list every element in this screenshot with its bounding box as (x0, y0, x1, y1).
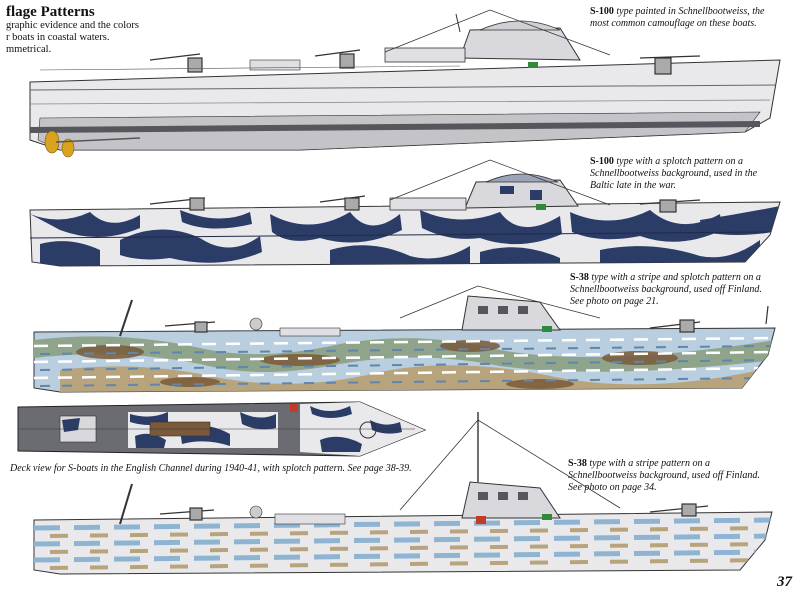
deckhouse (274, 513, 346, 525)
caption-line: most common camouflage on these boats. (590, 18, 757, 29)
caption-line: type painted in Schnellbootweiss, the (613, 6, 765, 17)
caption-line: type with a splotch pattern on a (613, 156, 744, 167)
mast-wire (399, 419, 621, 511)
bridge-dome (485, 173, 559, 183)
caption-line: Schnellbootweiss background, used off Fi… (570, 284, 762, 295)
boat-s100-splotch (29, 159, 781, 267)
bridge (461, 481, 561, 519)
caption-deck-view: Deck view for S-boats in the English Cha… (10, 463, 480, 475)
hull-lower (37, 111, 761, 151)
page-title: flage Patterns (6, 4, 95, 20)
hull (33, 511, 773, 575)
gun (149, 195, 701, 213)
page-number: 37 (777, 574, 792, 590)
intro-line: graphic evidence and the colors (6, 20, 139, 31)
caption-line: See photo on page 34. (568, 482, 657, 493)
caption-s38-stripe-splotch: S-38 type with a stripe and splotch patt… (570, 272, 795, 308)
gun (159, 503, 709, 521)
deckhouse (384, 47, 466, 63)
caption-line: Baltic late in the war. (590, 180, 676, 191)
boat-s38-stripe-splotch (33, 285, 776, 393)
propeller (44, 130, 75, 158)
deck-view (17, 401, 427, 457)
bridge-dome (479, 20, 561, 31)
mast-wire (384, 9, 611, 56)
bridge (461, 295, 561, 331)
caption-lead: S-38 (568, 458, 587, 469)
deckhouse (389, 197, 467, 211)
caption-line: Deck view for S-boats in the English Cha… (10, 463, 412, 474)
waterline (29, 121, 761, 133)
boat-s38-stripe (33, 412, 773, 575)
gun (164, 319, 701, 333)
bridge (459, 27, 581, 61)
boat-s100-white (29, 9, 781, 158)
deckhouse (279, 327, 341, 337)
caption-line: type with a stripe pattern on a (586, 458, 710, 469)
caption-line: Schnellbootweiss background, used off Fi… (568, 470, 760, 481)
mast-wire (389, 159, 611, 206)
intro-line: mmetrical. (6, 44, 52, 55)
caption-line: type with a stripe and splotch pattern o… (588, 272, 761, 283)
intro-text: graphic evidence and the colors r boats … (6, 20, 156, 56)
bridge (464, 179, 579, 209)
caption-lead: S-100 (590, 156, 614, 167)
caption-lead: S-100 (590, 6, 614, 17)
caption-s100-white: S-100 type painted in Schnellbootweiss, … (590, 6, 795, 30)
intro-line: r boats in coastal waters. (6, 32, 110, 43)
mast-wire (399, 285, 601, 319)
caption-line: See photo on page 21. (570, 296, 659, 307)
caption-lead: S-38 (570, 272, 589, 283)
caption-line: Schnellbootweiss background, used in the (590, 168, 758, 179)
caption-s38-stripe: S-38 type with a stripe pattern on a Sch… (568, 458, 795, 494)
caption-s100-splotch: S-100 type with a splotch pattern on a S… (590, 156, 795, 192)
